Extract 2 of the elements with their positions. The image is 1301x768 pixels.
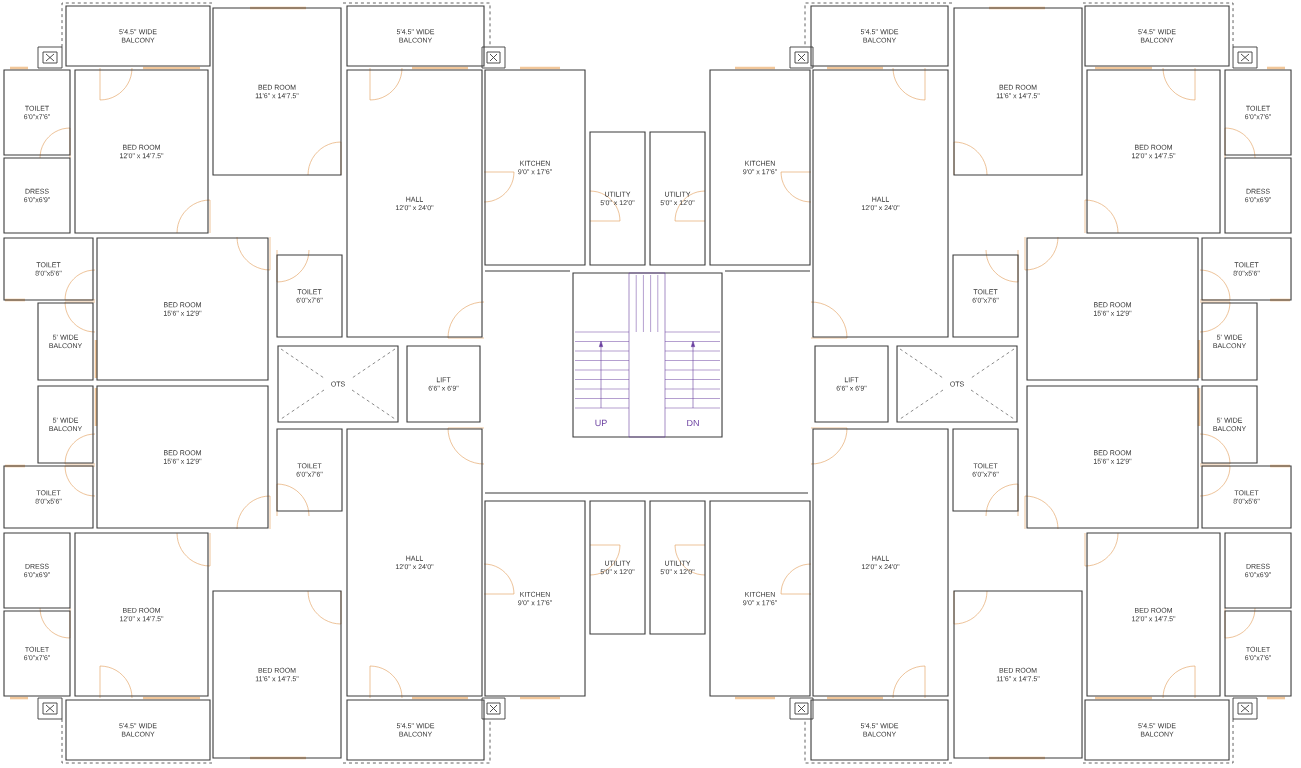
stair-label: DN [687, 419, 699, 427]
stair-label: UP [595, 419, 607, 427]
